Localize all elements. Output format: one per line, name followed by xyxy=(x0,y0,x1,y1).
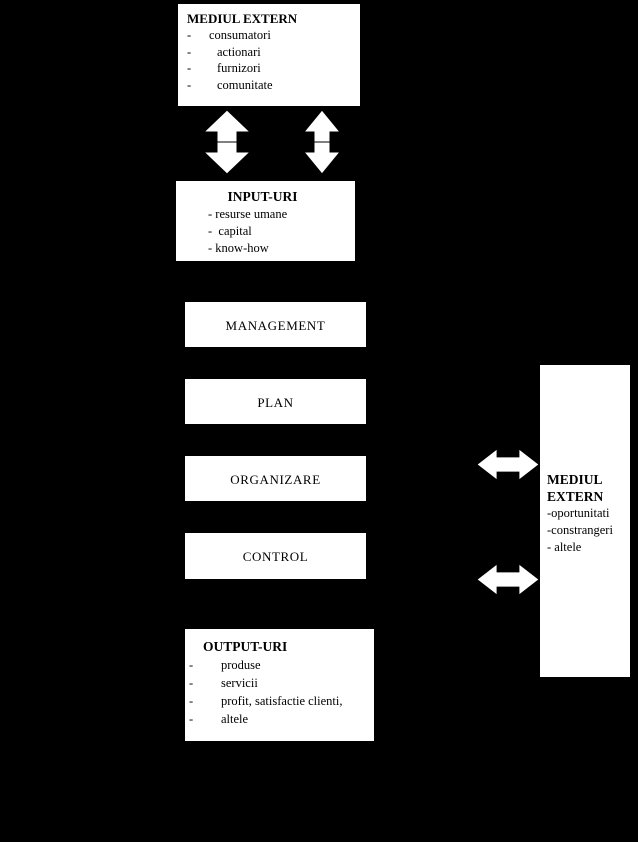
double-arrow-vertical-left-icon xyxy=(203,110,251,174)
list-marker: - xyxy=(187,77,192,92)
box-mediul-extern-right-content: MEDIUL EXTERN -oportunitati -constranger… xyxy=(547,471,628,556)
double-arrow-horizontal-top-icon xyxy=(477,448,539,481)
list-item: - capital xyxy=(208,224,252,238)
list-item: -constrangeri xyxy=(547,523,613,537)
box-output-uri: OUTPUT-URI - produse - servicii - profit, s… xyxy=(184,628,375,742)
list-item: - altele xyxy=(547,540,582,554)
list-item: - profit, satisfactie clienti, xyxy=(185,692,374,710)
list-marker: - xyxy=(187,61,192,75)
list-label: furnizori xyxy=(217,61,261,75)
list-marker: - xyxy=(189,712,194,726)
list-label: servicii xyxy=(221,676,258,690)
list-marker: - xyxy=(189,694,194,708)
box-output-uri-title: OUTPUT-URI xyxy=(203,639,288,654)
list-label: comunitate xyxy=(217,77,273,92)
box-mediul-extern-right: MEDIUL EXTERN -oportunitati -constranger… xyxy=(539,364,631,678)
list-item: - altele xyxy=(185,710,374,728)
box-mediul-extern-right-title-line1: MEDIUL xyxy=(547,472,603,487)
list-label: produse xyxy=(221,658,261,672)
box-input-uri: INPUT-URI - resurse umane - capital - kn… xyxy=(175,180,356,262)
box-mediul-extern-top-title: MEDIUL EXTERN xyxy=(187,11,298,26)
list-marker: - xyxy=(189,676,194,690)
list-label: consumatori xyxy=(209,28,271,42)
list-item: - servicii xyxy=(185,674,374,692)
box-mediul-extern-top: MEDIUL EXTERN - consumatori - actionari - f… xyxy=(177,3,361,107)
double-arrow-horizontal-bottom-icon xyxy=(477,563,539,596)
list-item: - furnizori xyxy=(178,60,360,77)
list-item: - comunitate xyxy=(178,77,360,94)
box-mediul-extern-right-title-line2: EXTERN xyxy=(547,489,604,504)
list-item: - know-how xyxy=(208,241,269,255)
box-management-label: MANAGEMENT xyxy=(225,318,326,333)
box-management: MANAGEMENT xyxy=(184,301,367,348)
list-item: - consumatori xyxy=(178,27,360,44)
list-item: - produse xyxy=(185,656,374,674)
box-organizare: ORGANIZARE xyxy=(184,455,367,502)
list-item: - actionari xyxy=(178,44,360,61)
list-item: -oportunitati xyxy=(547,506,610,520)
box-control: CONTROL xyxy=(184,532,367,580)
list-label: profit, satisfactie clienti, xyxy=(221,694,343,708)
box-input-uri-title: INPUT-URI xyxy=(227,189,298,204)
box-plan: PLAN xyxy=(184,378,367,425)
box-plan-label: PLAN xyxy=(257,395,294,410)
list-marker: - xyxy=(187,44,192,59)
list-marker: - xyxy=(187,28,192,42)
list-marker: - xyxy=(189,658,194,672)
list-item: - resurse umane xyxy=(208,207,288,221)
list-label: altele xyxy=(221,712,249,726)
box-control-label: CONTROL xyxy=(242,549,309,564)
box-organizare-label: ORGANIZARE xyxy=(230,472,321,487)
double-arrow-vertical-right-icon xyxy=(303,110,341,174)
list-label: actionari xyxy=(217,44,261,59)
